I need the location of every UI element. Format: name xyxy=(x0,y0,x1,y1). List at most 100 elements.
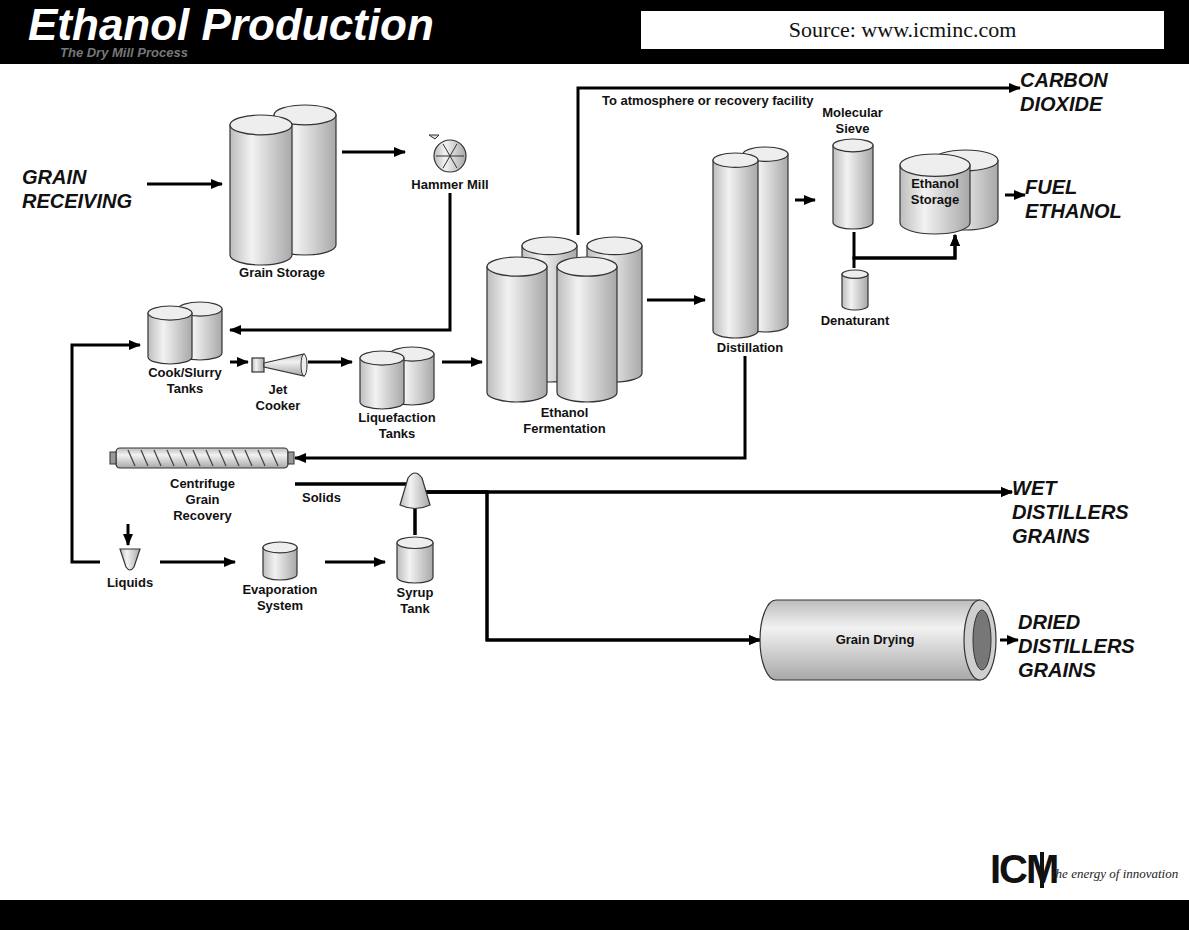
node-label: Grain Drying xyxy=(780,632,970,648)
node-illustration xyxy=(110,440,295,476)
source-box: Source: www.icminc.com xyxy=(640,10,1165,50)
centrifuge-cap xyxy=(288,452,294,464)
centrifuge-screw xyxy=(193,450,200,466)
flow-arrow xyxy=(342,151,405,154)
tank-body xyxy=(557,267,617,402)
endpoint-label: WET DISTILLERS GRAINS xyxy=(1012,476,1137,548)
syrup-tank: Syrup Tank xyxy=(385,535,445,617)
node-label: Ethanol Storage xyxy=(900,176,970,208)
jet-cone xyxy=(264,354,304,376)
tank-body xyxy=(230,125,292,265)
centrifuge-screw xyxy=(154,450,161,466)
centrifuge-screw xyxy=(271,450,278,466)
footer-band xyxy=(0,900,1189,930)
node-illustration xyxy=(222,100,342,265)
process-tank: Cook/Slurry Tanks xyxy=(140,300,230,397)
tank-top xyxy=(230,115,292,135)
mill-spoke xyxy=(450,144,457,156)
dryer-end-inner xyxy=(973,610,991,670)
mill-spoke xyxy=(443,144,450,156)
centrifuge-screw xyxy=(219,450,226,466)
stream-endpoint: GRAIN RECEIVING xyxy=(22,165,147,213)
mill-spoke xyxy=(436,156,450,157)
node-illustration xyxy=(815,137,890,232)
flow-arrow xyxy=(72,345,140,562)
dryer-body xyxy=(760,600,980,680)
node-label: Liquefaction Tanks xyxy=(352,410,442,442)
stream-endpoint: WET DISTILLERS GRAINS xyxy=(1012,476,1137,548)
node-label: Molecular Sieve xyxy=(815,105,890,137)
flow-arrow xyxy=(295,484,760,640)
dryer-end xyxy=(964,600,996,680)
subtitle: The Dry Mill Process xyxy=(60,45,188,61)
stream-endpoint: CARBON DIOXIDE xyxy=(1020,68,1150,116)
tank-top xyxy=(900,154,970,176)
fermentation-tank: Ethanol Fermentation xyxy=(482,235,647,437)
node-label: Denaturant xyxy=(815,313,895,329)
flow-arrow xyxy=(230,361,248,364)
centrifuge-screw xyxy=(180,450,187,466)
node-label: Hammer Mill xyxy=(405,177,495,193)
tank-top xyxy=(713,153,758,167)
flow-arrow xyxy=(442,361,482,364)
mill-hopper xyxy=(429,135,439,139)
node-illustration xyxy=(815,268,895,313)
node-label: Ethanol Fermentation xyxy=(515,405,615,437)
logo-text: ICM xyxy=(990,847,1057,891)
tank-body xyxy=(487,267,547,402)
grain-dryer: Grain Drying xyxy=(760,598,1000,682)
node-illustration xyxy=(385,535,445,585)
jet-cooker: Jet Cooker xyxy=(248,348,308,414)
centrifuge-screw xyxy=(128,450,135,466)
hammer-mill: Hammer Mill xyxy=(405,135,495,193)
node-illustration xyxy=(405,135,495,177)
jet-box xyxy=(252,358,264,372)
node-label: Jet Cooker xyxy=(248,382,308,414)
mill-spoke xyxy=(450,156,464,157)
tank-top xyxy=(397,537,433,549)
node-label: Grain Storage xyxy=(222,265,342,281)
mill-drum xyxy=(434,140,466,172)
edge-label: To atmosphere or recovery facility xyxy=(600,93,815,109)
tank-body xyxy=(713,160,758,338)
centrifuge-screw xyxy=(245,450,252,466)
liquids-funnel: Liquids xyxy=(100,545,160,591)
endpoint-label: DRIED DISTILLERS GRAINS xyxy=(1018,610,1143,682)
liquids-funnel xyxy=(120,549,140,570)
diagram-title: Ethanol Production xyxy=(28,2,434,48)
node-label: Syrup Tank xyxy=(385,585,445,617)
node-illustration xyxy=(352,345,442,410)
centrifuge-screw xyxy=(141,450,148,466)
node-label: Centrifuge Grain Recovery xyxy=(163,476,243,524)
centrifuge-cap xyxy=(110,452,116,464)
flow-arrow xyxy=(1000,639,1018,642)
tank-top xyxy=(522,237,577,255)
endpoint-label: FUEL ETHANOL xyxy=(1025,175,1155,223)
source-text: Source: www.icminc.com xyxy=(651,17,1154,43)
flow-arrow xyxy=(308,361,352,364)
denaturant-tank: Denaturant xyxy=(815,268,895,329)
centrifuge-screw xyxy=(232,450,239,466)
flow-arrow xyxy=(854,232,955,258)
node-illustration xyxy=(235,540,325,582)
node-illustration xyxy=(248,348,308,382)
centrifuge-screw xyxy=(206,450,213,466)
storage-silo: Grain Storage xyxy=(222,100,342,281)
node-label: Cook/Slurry Tanks xyxy=(140,365,230,397)
tank-top xyxy=(148,306,192,320)
node-illustration xyxy=(140,300,230,365)
tank-top xyxy=(842,270,868,278)
node-label: Distillation xyxy=(705,340,795,356)
flow-arrow xyxy=(127,524,130,545)
centrifuge-tube xyxy=(116,448,288,468)
jet-mouth xyxy=(301,354,307,376)
solids-hopper xyxy=(400,473,430,509)
tank-body xyxy=(842,274,868,310)
node-label: Liquids xyxy=(100,575,160,591)
stream-endpoint: DRIED DISTILLERS GRAINS xyxy=(1018,610,1143,682)
storage-tank: Ethanol Storage xyxy=(895,150,1005,235)
node-illustration xyxy=(482,235,647,405)
flow-arrow xyxy=(854,235,955,268)
tagline: the energy of innovation xyxy=(1052,866,1178,882)
